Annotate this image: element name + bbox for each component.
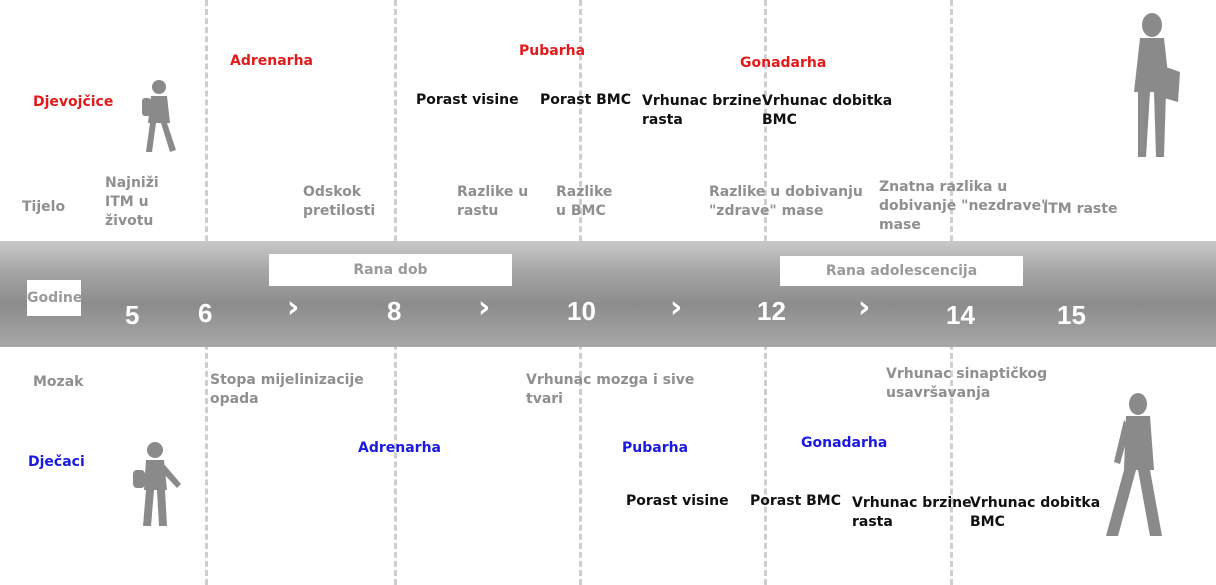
boys-height-growth: Porast visine (626, 493, 729, 509)
age-6: 6 (198, 298, 213, 328)
boy-child-icon (133, 442, 181, 526)
chevron-right-icon: › (287, 290, 300, 325)
man-icon (1106, 393, 1162, 536)
early-age-label: Rana dob (269, 254, 512, 286)
boys-peak-bmc-gain: Vrhunac dobitka BMC (970, 495, 1101, 530)
brain-label: Mozak (33, 374, 84, 390)
boys-pubarche: Pubarha (622, 440, 689, 456)
brain-synaptic-peak: Vrhunac sinaptičkog usavršavanja (886, 366, 1048, 401)
timeline-band (0, 241, 1216, 347)
boys-bmc-growth: Porast BMC (750, 493, 842, 509)
woman-icon (1134, 13, 1180, 157)
girls-bmc-growth: Porast BMC (540, 92, 632, 108)
age-12: 12 (757, 296, 786, 326)
girls-gonadarche: Gonadarha (740, 55, 827, 71)
body-adiposity-rebound: Odskok pretilosti (303, 184, 376, 219)
body-healthy-mass-differences: Razlike u dobivanju "zdrave" mase (709, 184, 863, 219)
boys-adrenarche: Adrenarha (358, 440, 441, 456)
age-5: 5 (125, 300, 140, 330)
girls-label: Djevojčice (33, 94, 114, 110)
brain-peak-gray-matter: Vrhunac mozga i sive tvari (526, 372, 695, 407)
body-label: Tijelo (22, 199, 66, 215)
boys-label: Dječaci (28, 454, 85, 470)
girls-pubarche: Pubarha (519, 43, 586, 59)
body-lowest-bmi: Najniži ITM u životu (105, 175, 159, 229)
chevron-right-icon: › (478, 290, 491, 325)
boys-gonadarche: Gonadarha (801, 435, 888, 451)
body-bmi-rises: ITM raste (1043, 201, 1118, 217)
early-adolescence-label: Rana adolescencija (780, 256, 1023, 286)
body-bmc-differences: Razlike u BMC (556, 184, 613, 219)
girls-peak-growth-rate: Vrhunac brzine rasta (642, 93, 762, 128)
age-14: 14 (946, 300, 975, 330)
girls-peak-bmc-gain: Vrhunac dobitka BMC (762, 93, 893, 128)
girls-adrenarche: Adrenarha (230, 53, 313, 69)
body-unhealthy-mass-differences: Znatna razlika u dobivanje "nezdrave" ma… (879, 179, 1049, 233)
chevron-right-icon: › (858, 290, 871, 325)
girls-height-growth: Porast visine (416, 92, 519, 108)
years-label: Godine (27, 280, 82, 316)
age-15: 15 (1057, 300, 1086, 330)
age-8: 8 (387, 296, 402, 326)
brain-myelination: Stopa mijelinizacije opada (210, 372, 364, 407)
body-growth-differences: Razlike u rastu (457, 184, 529, 219)
age-10: 10 (567, 296, 596, 326)
girl-child-icon (142, 80, 176, 152)
chevron-right-icon: › (670, 290, 683, 325)
boys-peak-growth-rate: Vrhunac brzine rasta (852, 495, 972, 530)
